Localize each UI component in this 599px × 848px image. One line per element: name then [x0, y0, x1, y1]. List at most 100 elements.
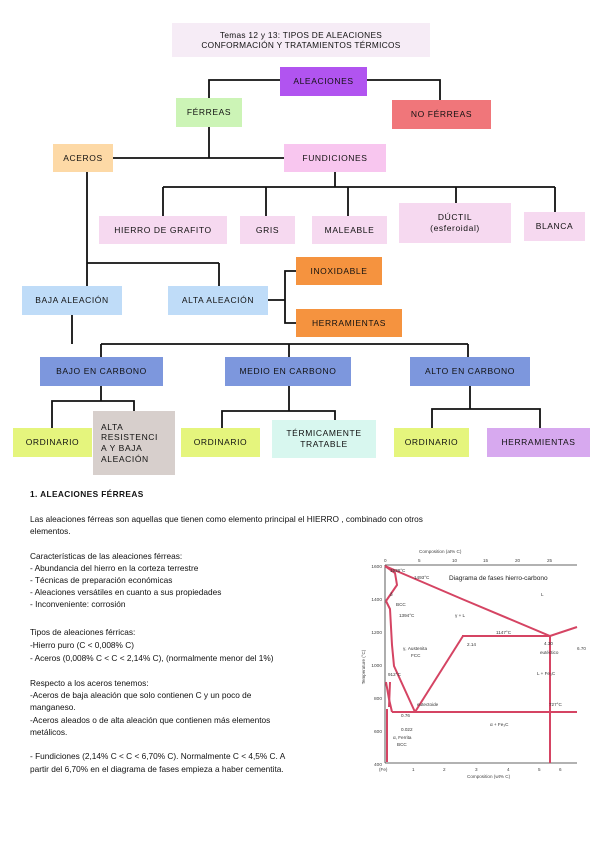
top-tick-4: 20 [515, 558, 521, 563]
y-tick-400: 400 [374, 762, 382, 768]
node-alta-aleacion: ALTA ALEACIÓN [168, 286, 268, 315]
node-alta-resistencia-line-1: ALTA [101, 421, 124, 432]
y-tick-1000: 1000 [371, 663, 382, 669]
node-termicamente-tratable: TÉRMICAMENTE TRATABLE [272, 420, 376, 458]
node-aceros: ACEROS [53, 144, 113, 172]
y-axis-label: Temperature (°C) [361, 649, 366, 684]
node-alta-resistencia-line-4: ALEACIÓN [101, 453, 149, 464]
top-tick-1: 5 [418, 558, 421, 563]
castings-line-2: partir del 6,70% en el diagrama de fases… [30, 764, 284, 774]
x-axis-label: Composition (wt% C) [467, 774, 511, 779]
node-ordinario-3: ORDINARIO [394, 428, 469, 457]
y-tick-1600: 1600 [371, 564, 382, 570]
label-1493: 1493°C [414, 575, 430, 580]
x-tick-2: 2 [443, 767, 446, 772]
label-430: 4.30 [544, 641, 553, 646]
label-delta: δ [390, 592, 393, 597]
castings-line-1: - Fundiciones (2,14% C < C < 6,70% C). N… [30, 751, 286, 761]
node-maleable: MALEABLE [312, 216, 387, 244]
node-ductil: DÚCTIL (esferoidal) [399, 203, 511, 243]
node-blanca: BLANCA [524, 212, 585, 241]
top-tick-2: 10 [452, 558, 458, 563]
node-alto-en-carbono: ALTO EN CARBONO [410, 357, 530, 386]
label-bcc-bottom: BCC [397, 742, 407, 747]
characteristic-4: - Inconveniente: corrosión [30, 599, 126, 609]
label-ferrita: α, Ferrita [393, 735, 412, 740]
node-alta-resistencia-line-3: A Y BAJA [101, 443, 143, 453]
y-tick-1200: 1200 [371, 630, 382, 636]
node-alta-resistencia: ALTA RESISTENCI A Y BAJA ALEACIÓN [93, 411, 175, 475]
node-baja-aleacion: BAJA ALEACIÓN [22, 286, 122, 315]
top-tick-5: 25 [547, 558, 553, 563]
page-title: Temas 12 y 13: TIPOS DE ALEACIONES CONFO… [172, 23, 430, 57]
section-heading: 1. ALEACIONES FÉRREAS [30, 489, 144, 499]
x-tick-1: 1 [412, 767, 415, 772]
node-fundiciones: FUNDICIONES [284, 144, 386, 172]
characteristic-3: - Aleaciones versátiles en cuanto a sus … [30, 587, 222, 597]
node-ferreas: FÉRREAS [176, 98, 242, 127]
y-tick-800: 800 [374, 696, 382, 702]
node-medio-en-carbono: MEDIO EN CARBONO [225, 357, 351, 386]
steels-line-1: -Aceros de baja aleación que solo contie… [30, 690, 252, 700]
label-912: 912°C [388, 672, 402, 677]
intro-line-2: elementos. [30, 526, 71, 536]
title-line-2: CONFORMACIÓN Y TRATAMIENTOS TÉRMICOS [201, 40, 401, 50]
node-aleaciones: ALEACIONES [280, 67, 367, 96]
y-tick-1400: 1400 [371, 597, 382, 603]
label-l-fe3c: L + Fe₃C [537, 671, 556, 676]
steels-line-4: metálicos. [30, 727, 68, 737]
label-alpha-fe3c: α + Fe₃C [490, 722, 509, 727]
type-1: -Hierro puro (C < 0,008% C) [30, 640, 134, 650]
x-tick-5: 5 [538, 767, 541, 772]
node-ordinario-1: ORDINARIO [13, 428, 92, 457]
node-gris: GRIS [240, 216, 295, 244]
characteristic-2: - Técnicas de preparación económicas [30, 575, 173, 585]
diagram-title: Diagrama de fases hierro-carbono [449, 575, 548, 582]
type-2: - Aceros (0,008% C < C < 2,14% C), (norm… [30, 653, 274, 663]
node-bajo-en-carbono: BAJO EN CARBONO [40, 357, 163, 386]
node-ductil-line-2: (esferoidal) [430, 223, 480, 233]
label-austenita: γ, Austenita [403, 646, 427, 651]
top-tick-0: 0 [384, 558, 387, 563]
node-herramientas-bottom: HERRAMIENTAS [487, 428, 590, 457]
x-tick-3: 3 [475, 767, 478, 772]
intro-line-1: Las aleaciones férreas son aquellas que … [30, 514, 423, 524]
label-eutectico: eutéctico [540, 650, 559, 655]
node-termicamente-line-2: TRATABLE [300, 439, 348, 449]
node-inoxidable: INOXIDABLE [296, 257, 382, 285]
label-eutectoide: eutectoide [417, 702, 439, 707]
label-076: 0.76 [401, 713, 410, 718]
label-214: 2.14 [467, 642, 476, 647]
characteristic-1: - Abundancia del hierro en la corteza te… [30, 563, 199, 573]
top-axis-label: Composition (at% C) [419, 549, 462, 554]
types-title: Tipos de aleaciones férricas: [30, 627, 136, 637]
iron-carbon-phase-diagram: Composition (at% C) 0 5 10 15 20 25 1600… [357, 549, 589, 779]
node-herramientas-top: HERRAMIENTAS [296, 309, 402, 337]
top-tick-3: 15 [483, 558, 489, 563]
label-0022: 0.022 [401, 727, 413, 732]
label-1394: 1394°C [399, 613, 415, 618]
label-fcc: FCC [411, 653, 421, 658]
y-tick-600: 600 [374, 729, 382, 735]
characteristics-title: Características de las aleaciones férrea… [30, 551, 183, 561]
label-gamma-l: γ + L [455, 613, 466, 618]
label-1147: 1147°C [496, 630, 512, 635]
steels-title: Respecto a los aceros tenemos: [30, 678, 149, 688]
node-ordinario-2: ORDINARIO [181, 428, 260, 457]
title-line-1: Temas 12 y 13: TIPOS DE ALEACIONES [219, 29, 383, 40]
x-tick-670: 6.70 [577, 646, 586, 651]
label-727: 727°C [549, 702, 563, 707]
label-bcc-top: BCC [396, 602, 406, 607]
steels-line-3: -Aceros aleados o de alta aleación que c… [30, 715, 271, 725]
node-termicamente-line-1: TÉRMICAMENTE [286, 428, 362, 439]
node-alta-resistencia-line-2: RESISTENCI [101, 432, 159, 443]
label-1538: 1538°C [390, 568, 406, 573]
x-tick-6: 6 [559, 767, 562, 772]
node-no-ferreas: NO FÉRREAS [392, 100, 491, 129]
node-hierro-de-grafito: HIERRO DE GRAFITO [99, 216, 227, 244]
steels-line-2: manganeso. [30, 702, 76, 712]
node-ductil-line-1: DÚCTIL [437, 212, 473, 223]
label-liquid: L [541, 592, 544, 597]
x-tick-fe: (Fe) [379, 767, 388, 772]
